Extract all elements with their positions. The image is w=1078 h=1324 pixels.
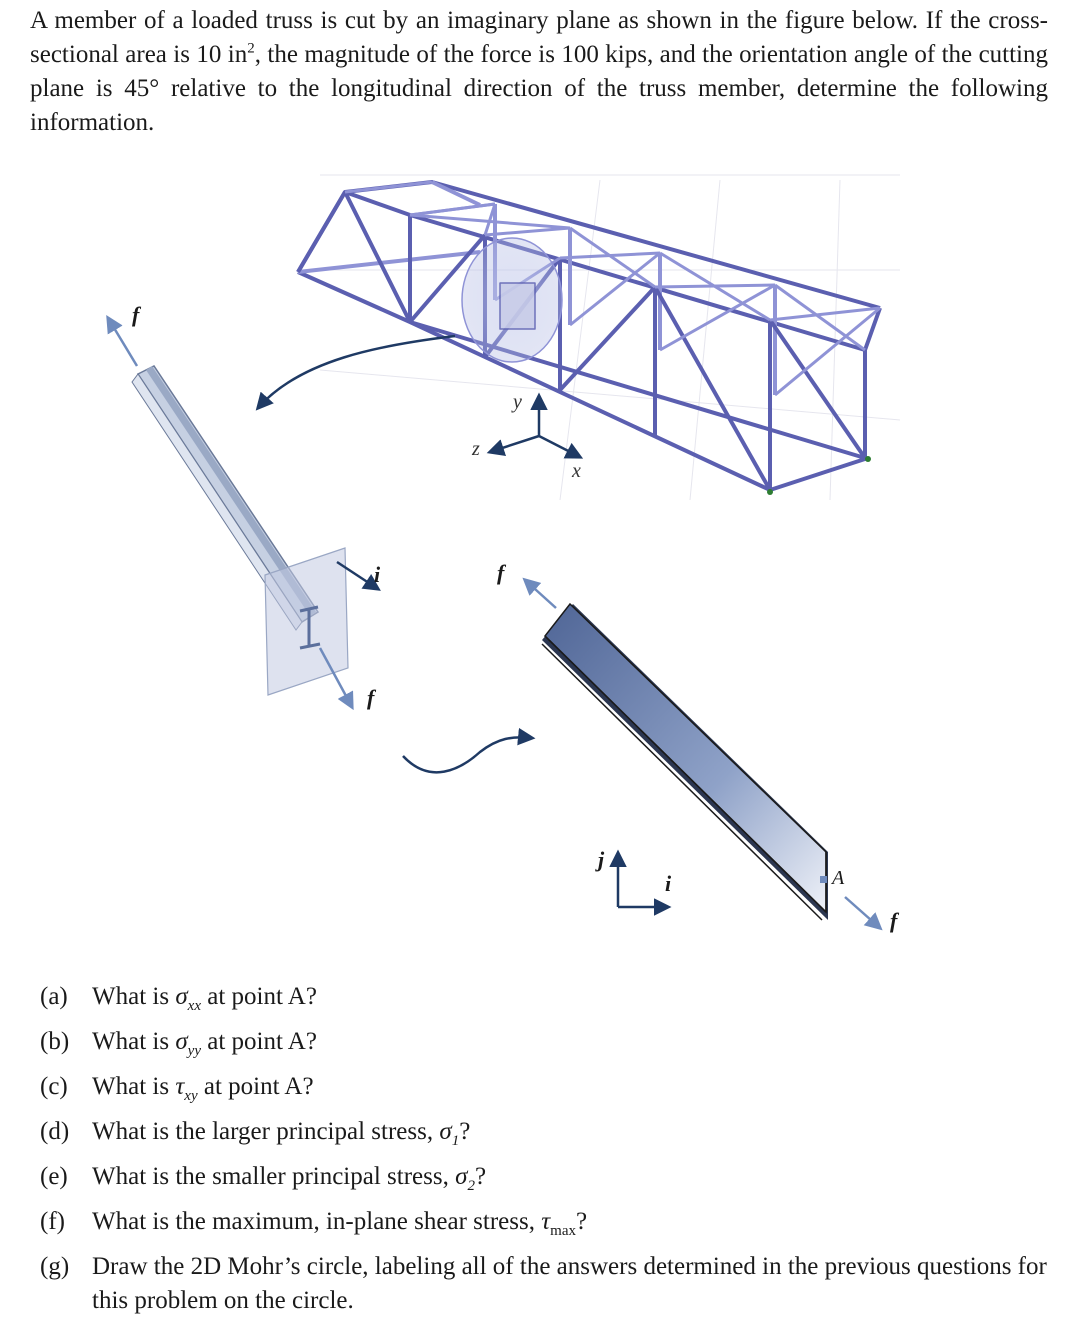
intro-text-2: , the magnitude of the force is 100 kips… [30, 41, 1049, 136]
stress-symbol: σ [175, 1028, 188, 1055]
force-label-center: f [497, 560, 507, 585]
question-label: (e) [40, 1163, 68, 1190]
question-prefix: What is the smaller principal stress, [92, 1163, 456, 1190]
stress-symbol: σ [455, 1163, 468, 1190]
question-item: (c) What is τxy at point A? [40, 1070, 1050, 1104]
global-axes [486, 392, 584, 459]
force-arrow-top-left [106, 315, 139, 367]
intro-text-1: A member of a loaded truss is cut by an … [30, 7, 1048, 68]
question-item: (d) What is the larger principal stress, … [40, 1115, 1050, 1149]
question-suffix: at point A? [201, 1028, 317, 1055]
stress-subscript: xy [184, 1088, 198, 1104]
stress-subscript: max [550, 1223, 576, 1239]
question-text: Draw the 2D Mohr’s circle, labeling all … [92, 1250, 1050, 1318]
question-text: What is τxy at point A? [92, 1070, 1050, 1104]
question-suffix: ? [474, 1163, 487, 1190]
question-list: (a)What is σxx at point A?(b)What is σyy… [40, 980, 1050, 1318]
j-axis-label: j [595, 847, 605, 872]
question-prefix: What is [92, 983, 176, 1010]
stress-subscript: xx [187, 998, 201, 1014]
question-item: (b) What is σyy at point A? [40, 1025, 1050, 1059]
question-prefix: What is [92, 1028, 176, 1055]
intro-superscript: 2 [247, 40, 255, 57]
rectangular-bar [541, 602, 828, 921]
force-arrow-center [522, 577, 557, 609]
stress-symbol: σ [175, 983, 188, 1010]
local-axes [609, 849, 672, 916]
question-prefix: What is the larger principal stress, [92, 1118, 440, 1145]
force-arrow-lower-left [318, 647, 354, 711]
question-text: What is the smaller principal stress, σ2… [92, 1160, 1050, 1194]
question-label: (f) [40, 1208, 65, 1235]
question-item: (e) What is the smaller principal stress,… [40, 1160, 1050, 1194]
transition-arrow [402, 727, 536, 774]
truss-figure: y z x f f i A f f j i [106, 174, 901, 933]
force-label-right: f [890, 908, 900, 933]
question-prefix: Draw the 2D Mohr’s circle, labeling all … [92, 1253, 1047, 1314]
question-prefix: What is [92, 1073, 176, 1100]
stress-subscript: 1 [451, 1133, 460, 1149]
stress-symbol: τ [541, 1208, 551, 1235]
stress-symbol: σ [439, 1118, 452, 1145]
stress-symbol: τ [175, 1073, 185, 1100]
force-label-lower-left: f [367, 685, 377, 710]
point-a-label: A [830, 867, 845, 889]
force-label-top-left: f [132, 302, 142, 327]
question-item: (a) What is σxx at point A? [40, 980, 1050, 1014]
question-text: What is the maximum, in-plane shear stre… [92, 1205, 1050, 1239]
background-grid [300, 174, 901, 501]
stress-subscript: 2 [467, 1178, 475, 1194]
z-axis-label: z [471, 438, 480, 460]
i-beam-member [131, 365, 349, 696]
question-item: (g) Draw the 2D Mohr’s circle, labeling a… [40, 1250, 1050, 1318]
y-axis-label: y [511, 391, 522, 413]
truss-structure [296, 180, 882, 492]
question-label: (b) [40, 1028, 70, 1055]
question-suffix: at point A? [201, 983, 317, 1010]
x-axis-label: x [571, 460, 581, 482]
question-text: What is σxx at point A? [92, 980, 1050, 1014]
support-node-icon [767, 489, 773, 495]
i-axis-label: i [665, 871, 672, 896]
cutting-plane [264, 547, 349, 696]
question-suffix: at point A? [197, 1073, 314, 1100]
normal-arrow-i [336, 560, 381, 591]
question-suffix: ? [575, 1208, 588, 1235]
force-arrow-right [844, 896, 883, 931]
question-label: (g) [40, 1253, 70, 1280]
support-node-icon [865, 456, 871, 462]
stress-subscript: yy [187, 1043, 201, 1059]
zoom-arrow [255, 334, 456, 411]
question-text: What is the larger principal stress, σ1? [92, 1115, 1050, 1149]
question-text: What is σyy at point A? [92, 1025, 1050, 1059]
question-item: (f) What is the maximum, in-plane shear s… [40, 1205, 1050, 1239]
normal-label-i: i [374, 562, 381, 587]
question-label: (a) [40, 983, 68, 1010]
question-label: (d) [40, 1118, 70, 1145]
point-a-marker [820, 876, 827, 883]
problem-statement: A member of a loaded truss is cut by an … [30, 4, 1048, 140]
question-suffix: ? [459, 1118, 471, 1145]
question-prefix: What is the maximum, in-plane shear stre… [92, 1208, 542, 1235]
question-label: (c) [40, 1073, 68, 1100]
